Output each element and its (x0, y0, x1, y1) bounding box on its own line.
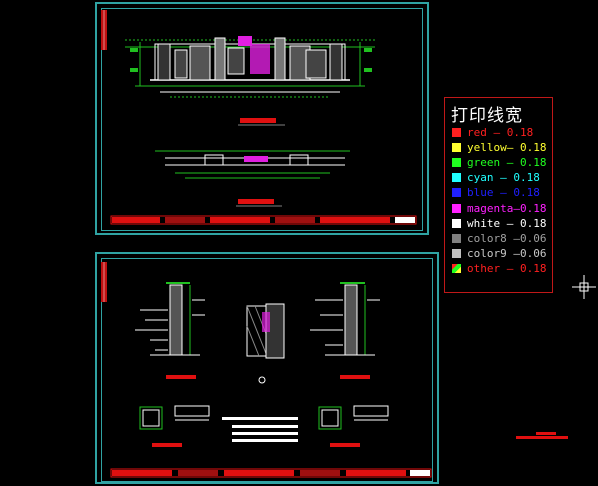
title-strip-left-top (101, 10, 107, 50)
legend-row-label: color9 —0.06 (467, 247, 547, 261)
legend-row: other — 0.18 (452, 262, 552, 276)
section-detail-left (135, 282, 205, 379)
legend-title: 打印线宽 (451, 106, 523, 126)
color-swatch (452, 157, 461, 167)
color-swatch (452, 173, 461, 183)
color-swatch (452, 233, 461, 243)
legend-row-label: green — 0.18 (467, 155, 547, 169)
color-swatch (452, 203, 461, 213)
legend-row-label: magenta—0.18 (467, 201, 547, 215)
elevation-caption (238, 118, 285, 126)
crosshair-cursor[interactable] (572, 275, 596, 299)
legend-row: yellow— 0.18 (452, 140, 552, 154)
sheet-frame-top (101, 8, 423, 231)
section-detail-right (310, 282, 380, 379)
legend-row-label: yellow— 0.18 (467, 140, 547, 154)
legend-row-label: white — 0.18 (467, 216, 547, 230)
title-block-top (110, 215, 417, 225)
plan-drawing (155, 150, 350, 179)
legend-row: red — 0.18 (452, 125, 552, 139)
detail-right-bottom (318, 405, 389, 447)
title-block-bottom (110, 468, 432, 478)
legend-row-label: cyan — 0.18 (467, 171, 540, 185)
color-swatch (452, 127, 461, 137)
color-swatch (452, 188, 461, 198)
title-strip-left-bottom (101, 262, 107, 302)
legend-row: green — 0.18 (452, 155, 552, 169)
legend-row: color8 —0.06 (452, 231, 552, 245)
legend-row: color9 —0.06 (452, 247, 552, 261)
drawing-sheet-top (95, 2, 429, 235)
legend-row: blue — 0.18 (452, 186, 552, 200)
drawing-sheet-bottom (95, 252, 439, 484)
front-elevation-drawing (125, 36, 375, 98)
wall-detail-middle (246, 303, 285, 384)
legend-row-label: red — 0.18 (467, 125, 534, 139)
color-swatch (452, 249, 461, 259)
stray-block-right (516, 432, 568, 439)
legend-row-label: blue — 0.18 (467, 186, 540, 200)
legend-row: cyan — 0.18 (452, 171, 552, 185)
legend-row-label: other — 0.18 (467, 262, 547, 276)
detail-left-bottom (139, 405, 210, 447)
legend-row: white — 0.18 (452, 216, 552, 230)
legend-row: magenta—0.18 (452, 201, 552, 215)
color-swatch (452, 142, 461, 152)
color-swatch (452, 218, 461, 228)
notes-block (222, 417, 298, 442)
legend-row-label: color8 —0.06 (467, 231, 547, 245)
sheet-frame-bottom (101, 258, 433, 482)
color-swatch (452, 264, 461, 274)
plan-caption (236, 199, 282, 207)
